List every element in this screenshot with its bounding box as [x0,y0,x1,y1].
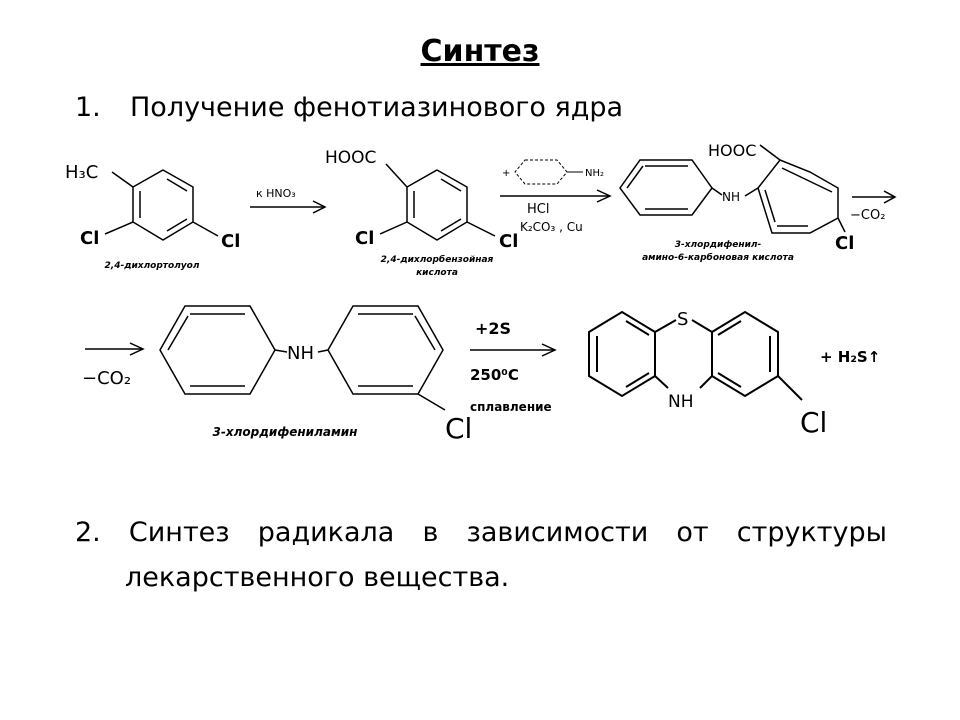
sulfur-reagent-label: +2S [475,319,511,338]
word: радикала [257,517,395,548]
nh2-label: NH₂ [585,168,604,179]
compound-name: амино-6-карбоновая кислота [642,252,794,263]
decarboxylation-label: −CO₂ [850,208,885,223]
nh-label: NH [668,392,694,412]
section-2-line-2: лекарственного вещества. [125,562,510,593]
word: структуры [736,517,887,548]
section-2-text: 2. Синтез радикала в зависимости от стру… [75,510,887,600]
cl-label: Cl [221,231,240,252]
reaction-arrow-2: + NH₂ HCl K₂CO₃ , Cu [500,159,612,234]
nh-label: NH [722,190,740,204]
decarboxylation-label: −CO₂ [82,368,131,389]
section-1-number: 1. [75,92,101,123]
reagent-label: к HNO₃ [256,187,296,200]
compound-name: кислота [416,268,458,278]
word: Синтез [128,517,230,548]
section-1-text: Получение фенотиазинового ядра [130,92,624,123]
molecule-chlorodiphenylamine: NH Cl 3-хлордифениламин [159,305,472,445]
fusion-label: сплавление [470,400,552,414]
reaction-arrow-4: −CO₂ [82,342,145,389]
compound-name: 2,4-дихлортолуол [105,261,200,271]
slide-title: Синтез [420,34,540,69]
compound-name: 2,4-дихлорбензойная [381,254,494,265]
compound-name: 3-хлордифенил- [675,240,762,250]
cl-label: Cl [835,233,854,254]
cl-label: Cl [355,228,374,249]
molecule-chlorodiphenylamine-carboxylic-acid: HOOC NH Cl 3-хлордифенил- амино-6-карбон… [619,141,854,263]
plus-label: + [502,168,510,179]
reaction-arrow-3: −CO₂ [850,190,897,223]
word: от [676,517,709,548]
word: в [422,517,439,548]
temperature-label: 250⁰C [470,366,519,384]
reaction-arrow-5: +2S 250⁰C сплавление [470,319,557,414]
molecule-dichlorotoluene: H₃C Cl Cl 2,4-дихлортолуол [65,162,240,271]
compound-name: 3-хлордифениламин [213,425,358,439]
cl-label: Cl [80,228,99,249]
reaction-arrow-1: к HNO₃ [250,187,327,214]
hcl-label: HCl [527,202,549,217]
cooh-label: HOOC [708,141,756,160]
molecule-chlorophenothiazine: S NH Cl + H₂S↑ [588,309,880,439]
cl-label: Cl [800,406,827,439]
cl-label: Cl [445,412,472,445]
byproduct-label: + H₂S↑ [820,348,880,366]
molecule-dichlorobenzoic-acid: HOOC Cl Cl 2,4-дихлорбензойная кислота [325,148,518,278]
sulfur-label: S [677,309,688,330]
ch3-label: H₃C [65,162,98,183]
cl-label: Cl [499,231,518,252]
section-1-heading: 1. Получение фенотиазинового ядра [75,92,623,123]
word: 2. [75,517,101,548]
catalyst-label: K₂CO₃ , Cu [520,220,583,234]
word: зависимости [466,517,649,548]
nh-label: NH [287,343,314,364]
cooh-label: HOOC [325,148,376,168]
